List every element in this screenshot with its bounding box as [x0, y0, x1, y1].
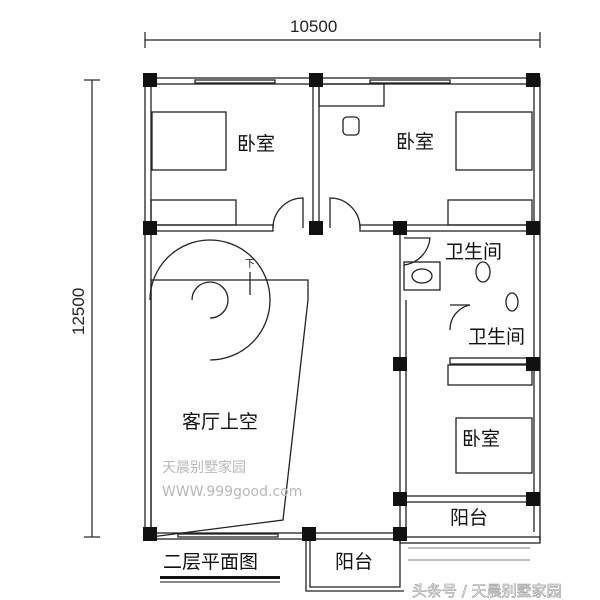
void-outline — [150, 279, 309, 538]
structural-columns — [143, 73, 540, 541]
room-label-bathroom-2: 卫生间 — [468, 326, 525, 348]
railing-hatch — [408, 547, 530, 561]
drawing-title: 二层平面图 — [163, 551, 258, 573]
height-dimension-line — [84, 79, 100, 538]
watermark-line1: 天晨别墅家园 — [162, 459, 246, 476]
watermark-line2: WWW.999good.com — [162, 484, 302, 500]
room-label-bedroom-top-right: 卧室 — [396, 131, 434, 153]
room-label-bedroom-bottom-right: 卧室 — [462, 428, 500, 450]
walls — [144, 77, 541, 592]
room-label-living-void: 客厅上空 — [182, 411, 258, 433]
title-underline — [160, 576, 280, 579]
height-dimension: 12500 — [69, 288, 88, 335]
source-credit: 头条号 / 天晨别墅家园 — [412, 582, 562, 600]
width-dimension: 10500 — [290, 17, 337, 36]
width-dimension-line — [144, 32, 541, 48]
room-label-balcony-right: 阳台 — [450, 507, 488, 529]
spiral-staircase — [149, 239, 271, 361]
watermark: 天晨别墅家园 WWW.999good.com — [162, 459, 302, 500]
room-label-bathroom-1: 卫生间 — [445, 241, 502, 263]
room-label-balcony-bottom: 阳台 — [335, 551, 373, 573]
room-label-bedroom-top-left: 卧室 — [237, 133, 275, 155]
stair-down-label: 下 — [245, 259, 255, 270]
